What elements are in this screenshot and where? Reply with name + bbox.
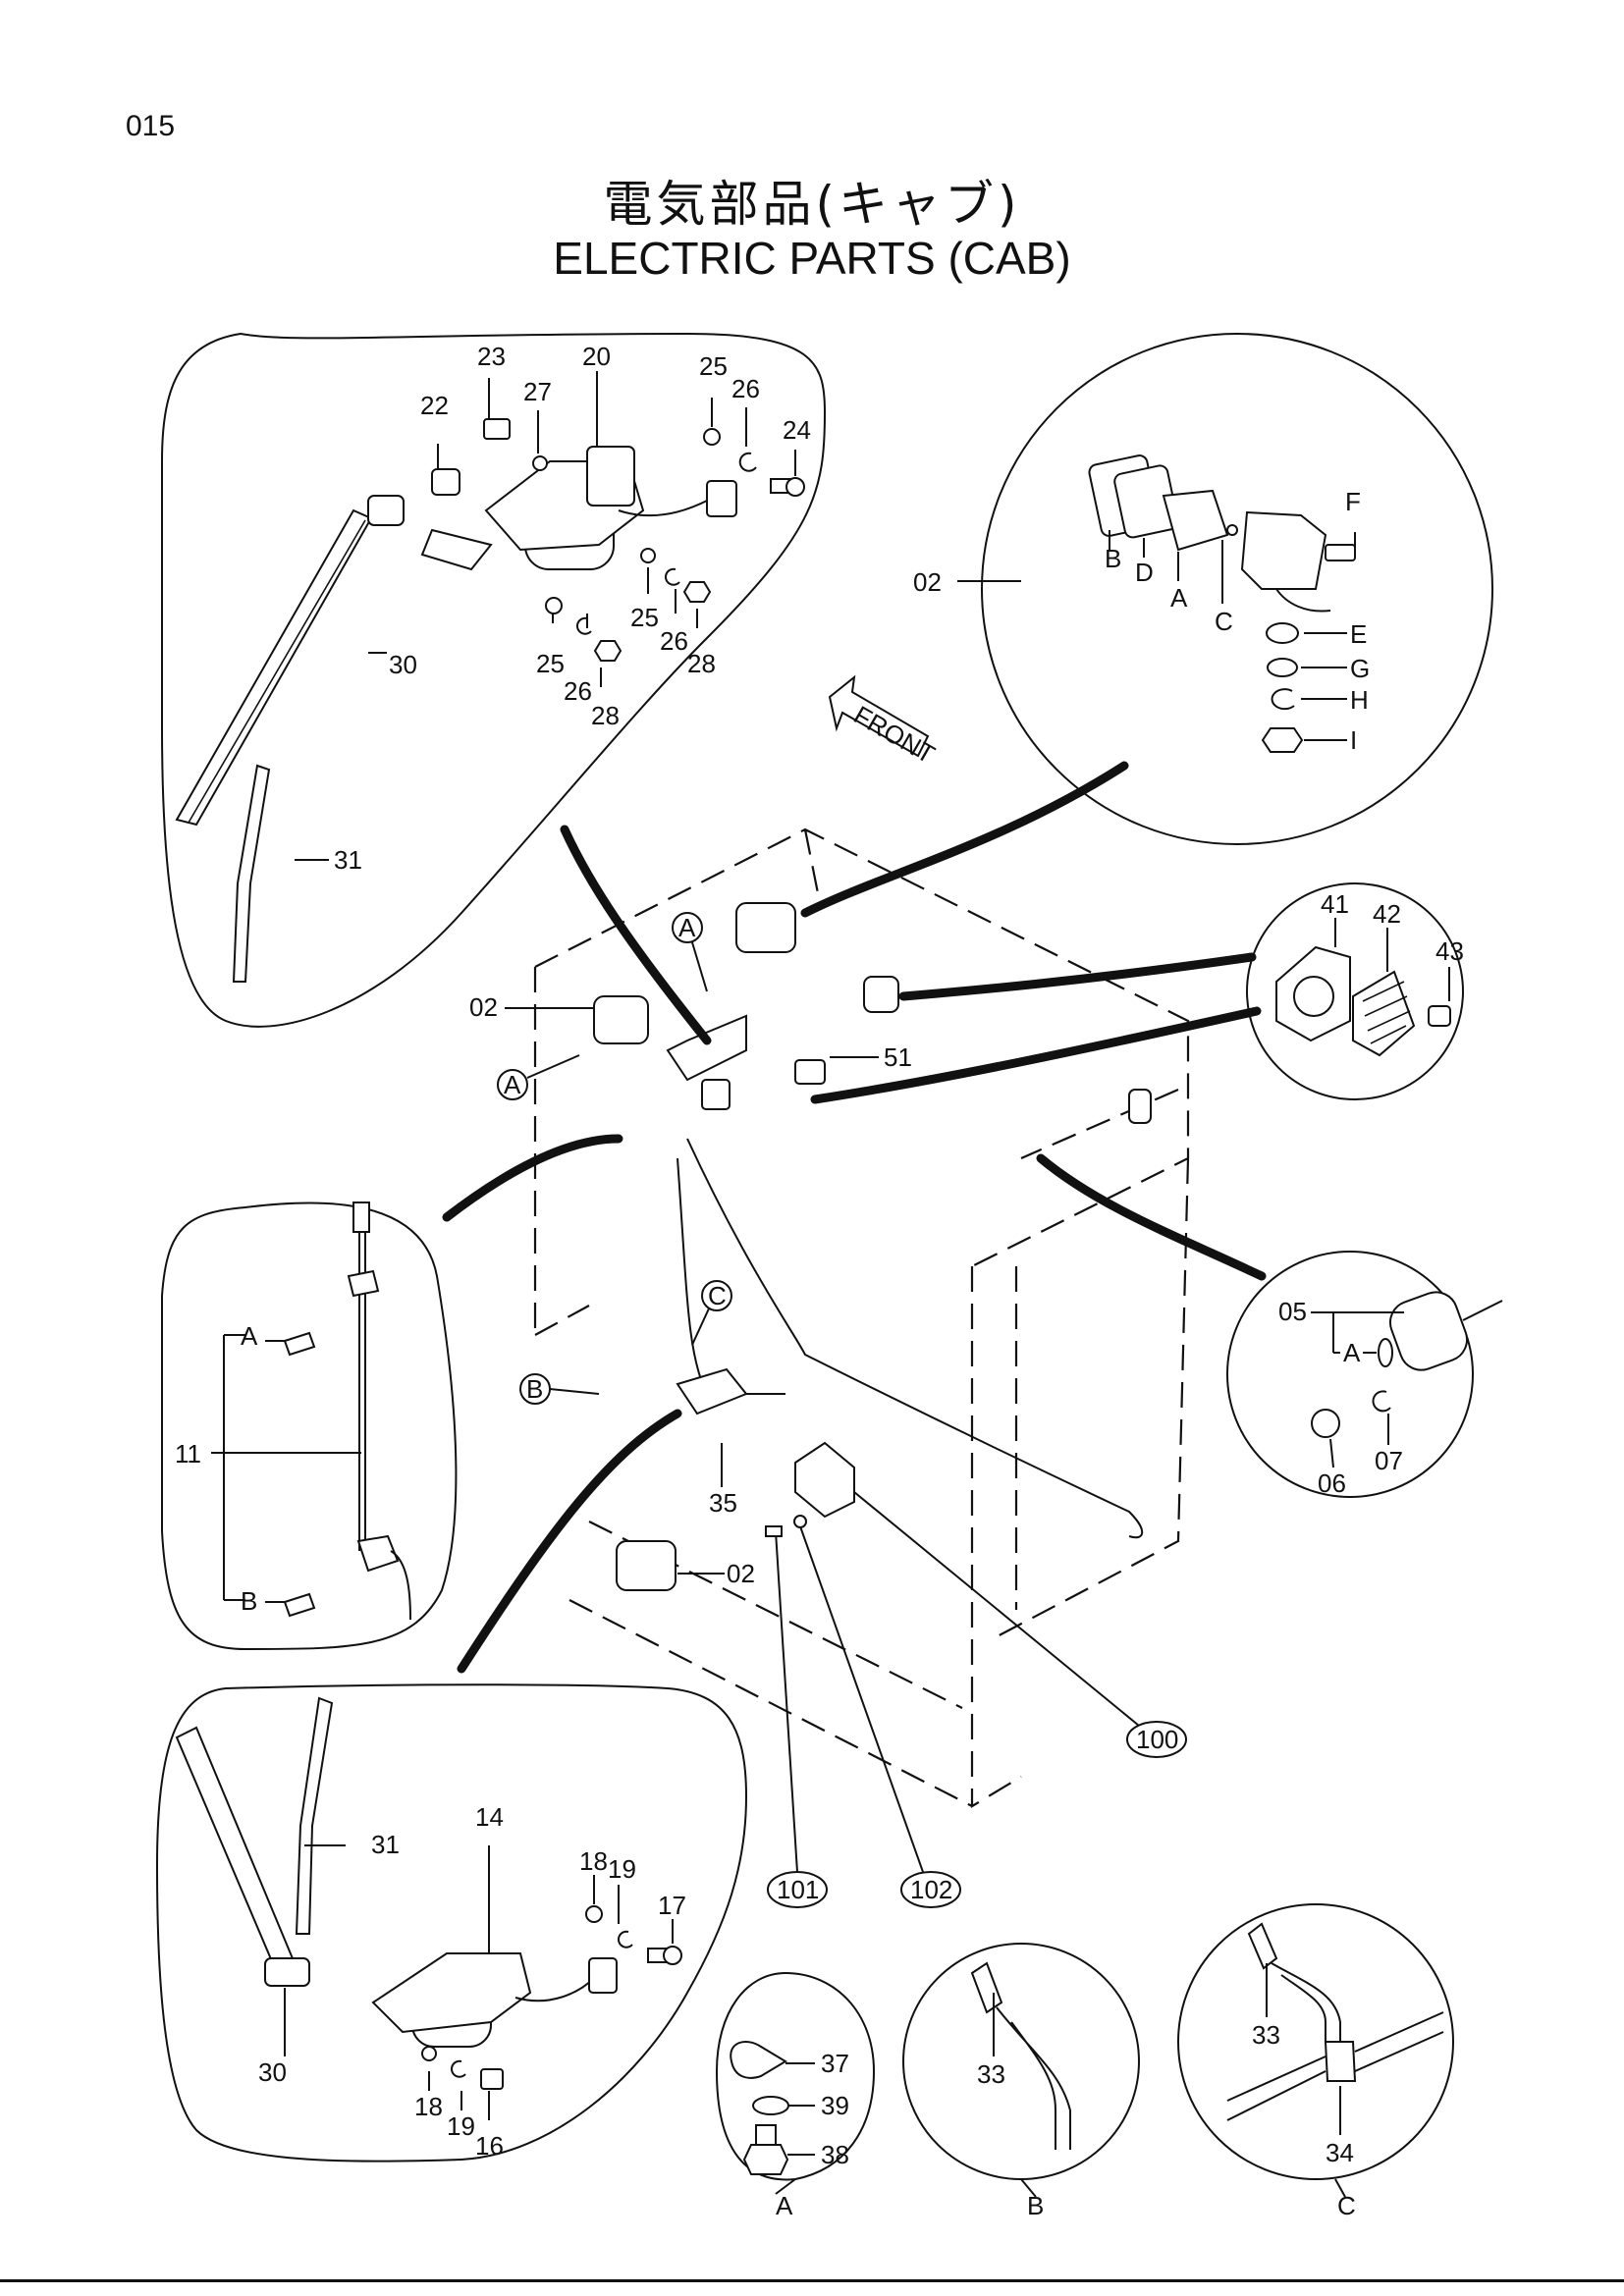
callout-25: 25 [630, 603, 659, 632]
circle-label-b: B [526, 1374, 543, 1404]
page-number: 015 [126, 110, 176, 142]
detail-view-a [715, 1971, 876, 2195]
callout-28: 28 [687, 649, 716, 678]
label-e: E [1350, 619, 1367, 649]
callout-17: 17 [658, 1891, 686, 1920]
front-direction-arrow: FRONT [828, 674, 940, 770]
callout-43: 43 [1435, 936, 1464, 966]
callout-39: 39 [821, 2091, 849, 2120]
label-i: I [1350, 725, 1357, 755]
callout-22: 22 [420, 391, 449, 420]
detail-label-b: B [1027, 2191, 1044, 2220]
bottom-rule [0, 2279, 1624, 2282]
callout-26: 26 [660, 626, 688, 656]
callout-100: 100 [1136, 1725, 1178, 1754]
circle-label-a: A [678, 913, 696, 942]
detail-wiring-harness-11 [161, 1201, 458, 1651]
label-g: G [1350, 654, 1370, 683]
callout-24: 24 [783, 415, 811, 445]
callout-42: 42 [1373, 899, 1401, 929]
label-h: H [1350, 685, 1369, 715]
callout-11: 11 [175, 1439, 201, 1468]
callout-18: 18 [414, 2092, 443, 2121]
detail-connector-bands [442, 761, 1267, 1674]
callout-16: 16 [475, 2131, 504, 2161]
callout-19: 19 [608, 1854, 636, 1884]
circle-label-c: C [708, 1281, 727, 1310]
detail-view-b [902, 1943, 1140, 2198]
callout-37: 37 [821, 2049, 849, 2078]
callout-20: 20 [582, 342, 611, 371]
detail-view-c [1177, 1903, 1454, 2198]
callout-26: 26 [564, 676, 592, 706]
callout-102: 102 [910, 1875, 952, 1904]
callout-02: 02 [727, 1559, 755, 1588]
callout-51: 51 [884, 1042, 912, 1072]
circle-label-a: A [504, 1070, 521, 1099]
callout-05: 05 [1278, 1297, 1307, 1326]
label-b: B [1105, 544, 1121, 573]
callout-06: 06 [1318, 1468, 1346, 1498]
callout-30: 30 [389, 650, 417, 679]
callout-18: 18 [579, 1846, 608, 1876]
callout-14: 14 [475, 1802, 504, 1832]
detail-label-c: C [1337, 2191, 1356, 2220]
callout-30: 30 [258, 2057, 287, 2087]
callout-31: 31 [334, 845, 362, 875]
callout-35: 35 [709, 1488, 737, 1518]
callout-07: 07 [1375, 1446, 1403, 1475]
detail-rear-wiper-assembly [155, 1683, 748, 2163]
label-c: C [1215, 607, 1233, 636]
detail-speaker [1246, 882, 1464, 1100]
label-a: A [1343, 1338, 1361, 1367]
page-title-japanese: 電気部品(キャブ) [603, 176, 1021, 233]
callout-101: 101 [777, 1875, 819, 1904]
label-a: A [1170, 583, 1188, 613]
label-d: D [1135, 558, 1154, 587]
callout-25: 25 [536, 649, 565, 678]
callout-31: 31 [371, 1830, 400, 1859]
callout-34: 34 [1326, 2138, 1354, 2167]
callout-27: 27 [523, 377, 552, 406]
detail-label-a: A [776, 2191, 793, 2220]
page-title-english: ELECTRIC PARTS (CAB) [553, 233, 1071, 284]
callout-41: 41 [1321, 889, 1349, 919]
detail-work-lamp-02 [957, 333, 1493, 845]
callout-33: 33 [977, 2059, 1005, 2089]
callout-labels: 23 27 20 25 26 24 22 30 25 26 28 25 26 2… [175, 342, 1503, 2220]
callout-38: 38 [821, 2140, 849, 2169]
label-f: F [1345, 487, 1361, 516]
callout-19: 19 [447, 2111, 475, 2141]
callout-25: 25 [699, 351, 728, 381]
cab-mounted-parts [593, 902, 1152, 1591]
callout-33: 33 [1252, 2020, 1280, 2050]
callout-02: 02 [913, 567, 942, 597]
callout-02: 02 [469, 992, 498, 1022]
detail-front-wiper-assembly [161, 332, 827, 1028]
callout-26: 26 [731, 374, 760, 403]
label-a: A [241, 1321, 258, 1351]
callout-23: 23 [477, 342, 506, 371]
label-b: B [241, 1586, 257, 1616]
callout-28: 28 [591, 701, 620, 730]
